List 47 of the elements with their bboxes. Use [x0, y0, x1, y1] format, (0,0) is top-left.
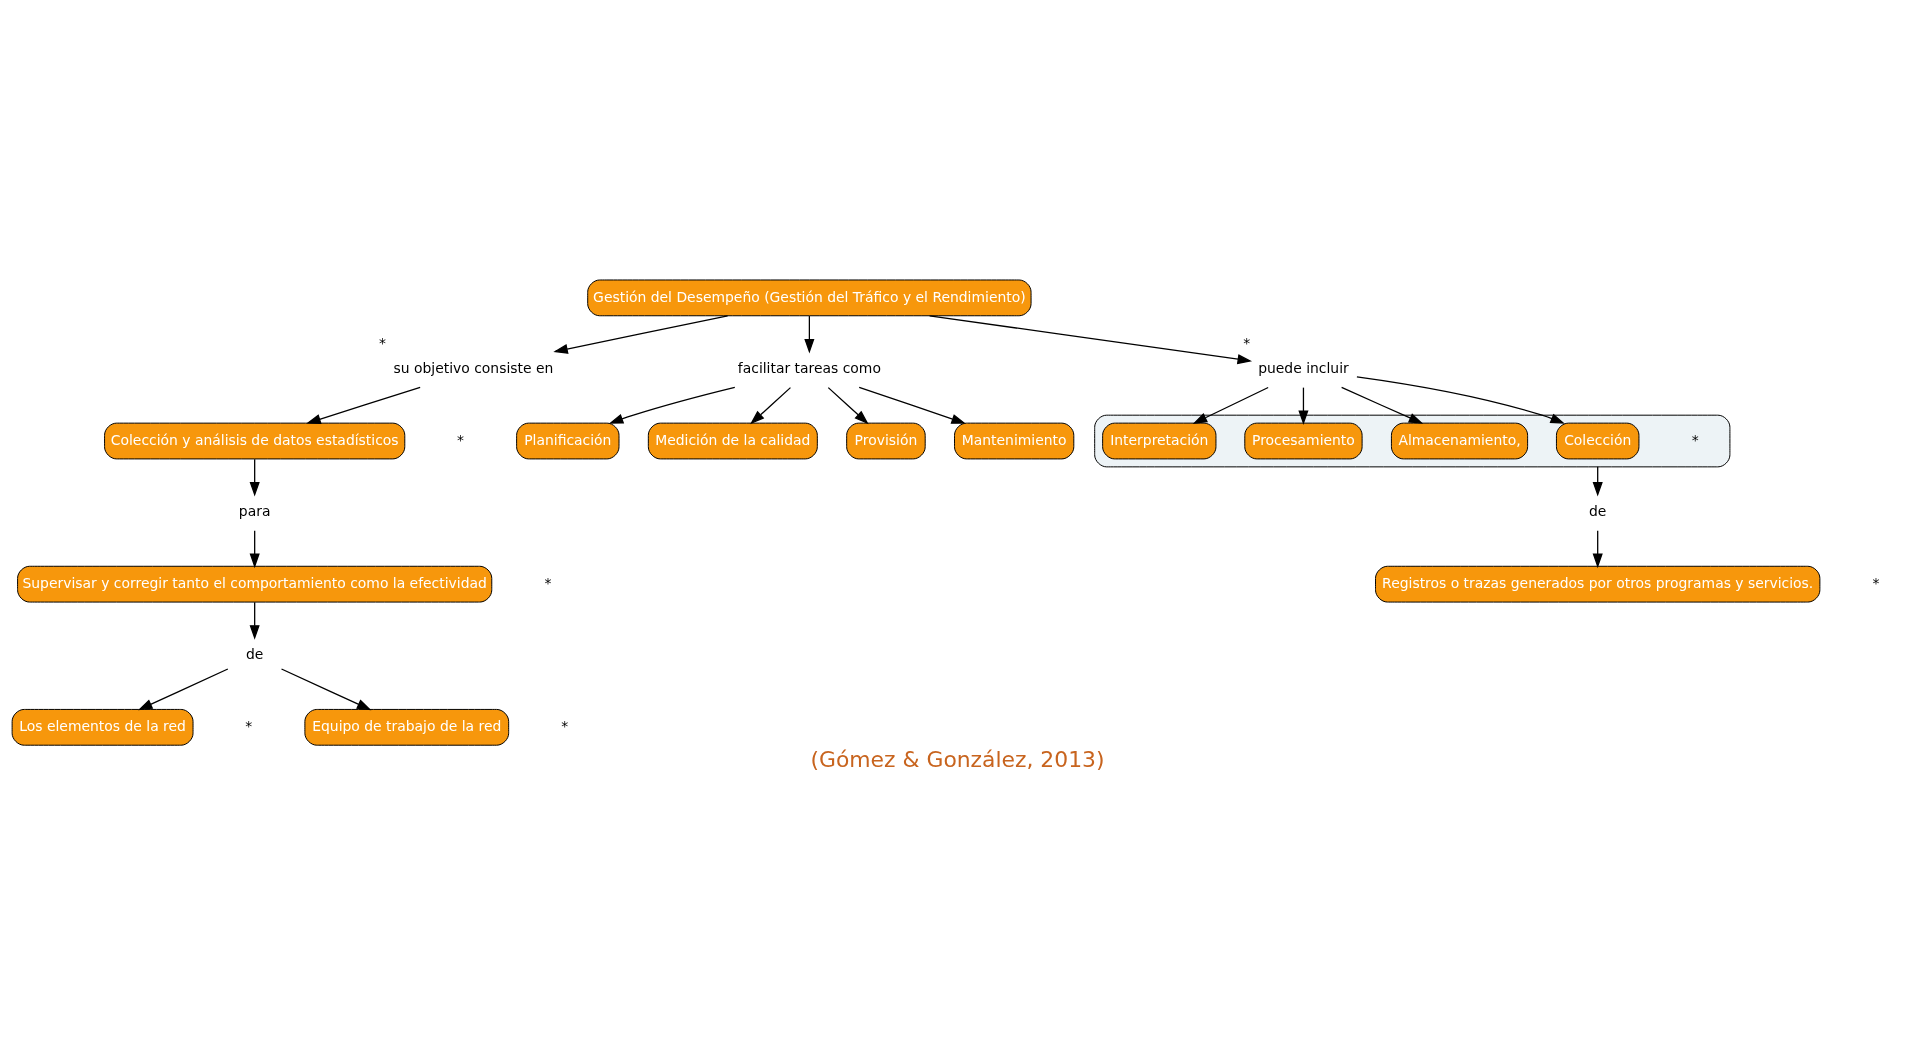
- node-text: su objetivo consiste en: [393, 360, 554, 377]
- node-box: Gestión del Desempeño (Gestión del Tráfico y el Rendimiento): [587, 279, 1032, 317]
- arrow: [249, 458, 260, 497]
- node-box: Equipo de trabajo de la red: [304, 708, 510, 746]
- arrow: [858, 386, 966, 424]
- node-box: Los elementos de la red: [11, 708, 194, 746]
- arrow: [1592, 530, 1603, 569]
- arrow: [553, 315, 729, 354]
- node-label: *: [245, 718, 253, 734]
- arrow: [1298, 387, 1309, 425]
- arrow: [137, 668, 229, 711]
- node-text: facilitar tareas como: [737, 360, 881, 377]
- arrow: [249, 601, 260, 640]
- node-label: *: [378, 334, 386, 351]
- node-label: *: [1691, 431, 1699, 448]
- node-box: Colección: [1555, 422, 1640, 460]
- node-text: para: [238, 503, 271, 520]
- node-box: Interpretación: [1102, 422, 1217, 460]
- arrow: [928, 315, 1252, 365]
- arrow: [750, 387, 792, 425]
- node-label: *: [456, 431, 464, 448]
- node-box: Supervisar y corregir tanto el comportamiento como la efectividad: [17, 565, 493, 603]
- node-box: Colección y análisis de datos estadísticos: [104, 422, 406, 460]
- node-label: *: [1872, 574, 1880, 591]
- arrow: [1356, 376, 1565, 424]
- node-box: Medición de la calidad: [647, 422, 818, 460]
- node-text: de: [245, 646, 264, 663]
- caption: (Gómez & González, 2013): [810, 746, 1105, 772]
- node-box: Mantenimiento: [954, 422, 1075, 460]
- arrow: [1192, 386, 1269, 424]
- node-text: puede incluir: [1258, 360, 1349, 377]
- node-label: *: [1243, 334, 1251, 351]
- node-label: *: [544, 574, 552, 591]
- arrow: [280, 668, 372, 711]
- node-box: Planificación: [516, 422, 620, 460]
- arrow: [827, 387, 869, 425]
- arrow: [249, 530, 260, 569]
- node-box: Procesamiento: [1244, 422, 1363, 460]
- node-label: *: [561, 718, 569, 734]
- node-box: Registros o trazas generados por otros programas y servicios.: [1375, 565, 1821, 603]
- node-box: Provisión: [846, 422, 926, 460]
- arrow: [608, 386, 736, 424]
- node-box: Almacenamiento,: [1390, 422, 1529, 460]
- arrow: [306, 386, 421, 425]
- arrow: [1341, 386, 1424, 424]
- arrow: [804, 315, 815, 354]
- node-text: de: [1589, 503, 1607, 520]
